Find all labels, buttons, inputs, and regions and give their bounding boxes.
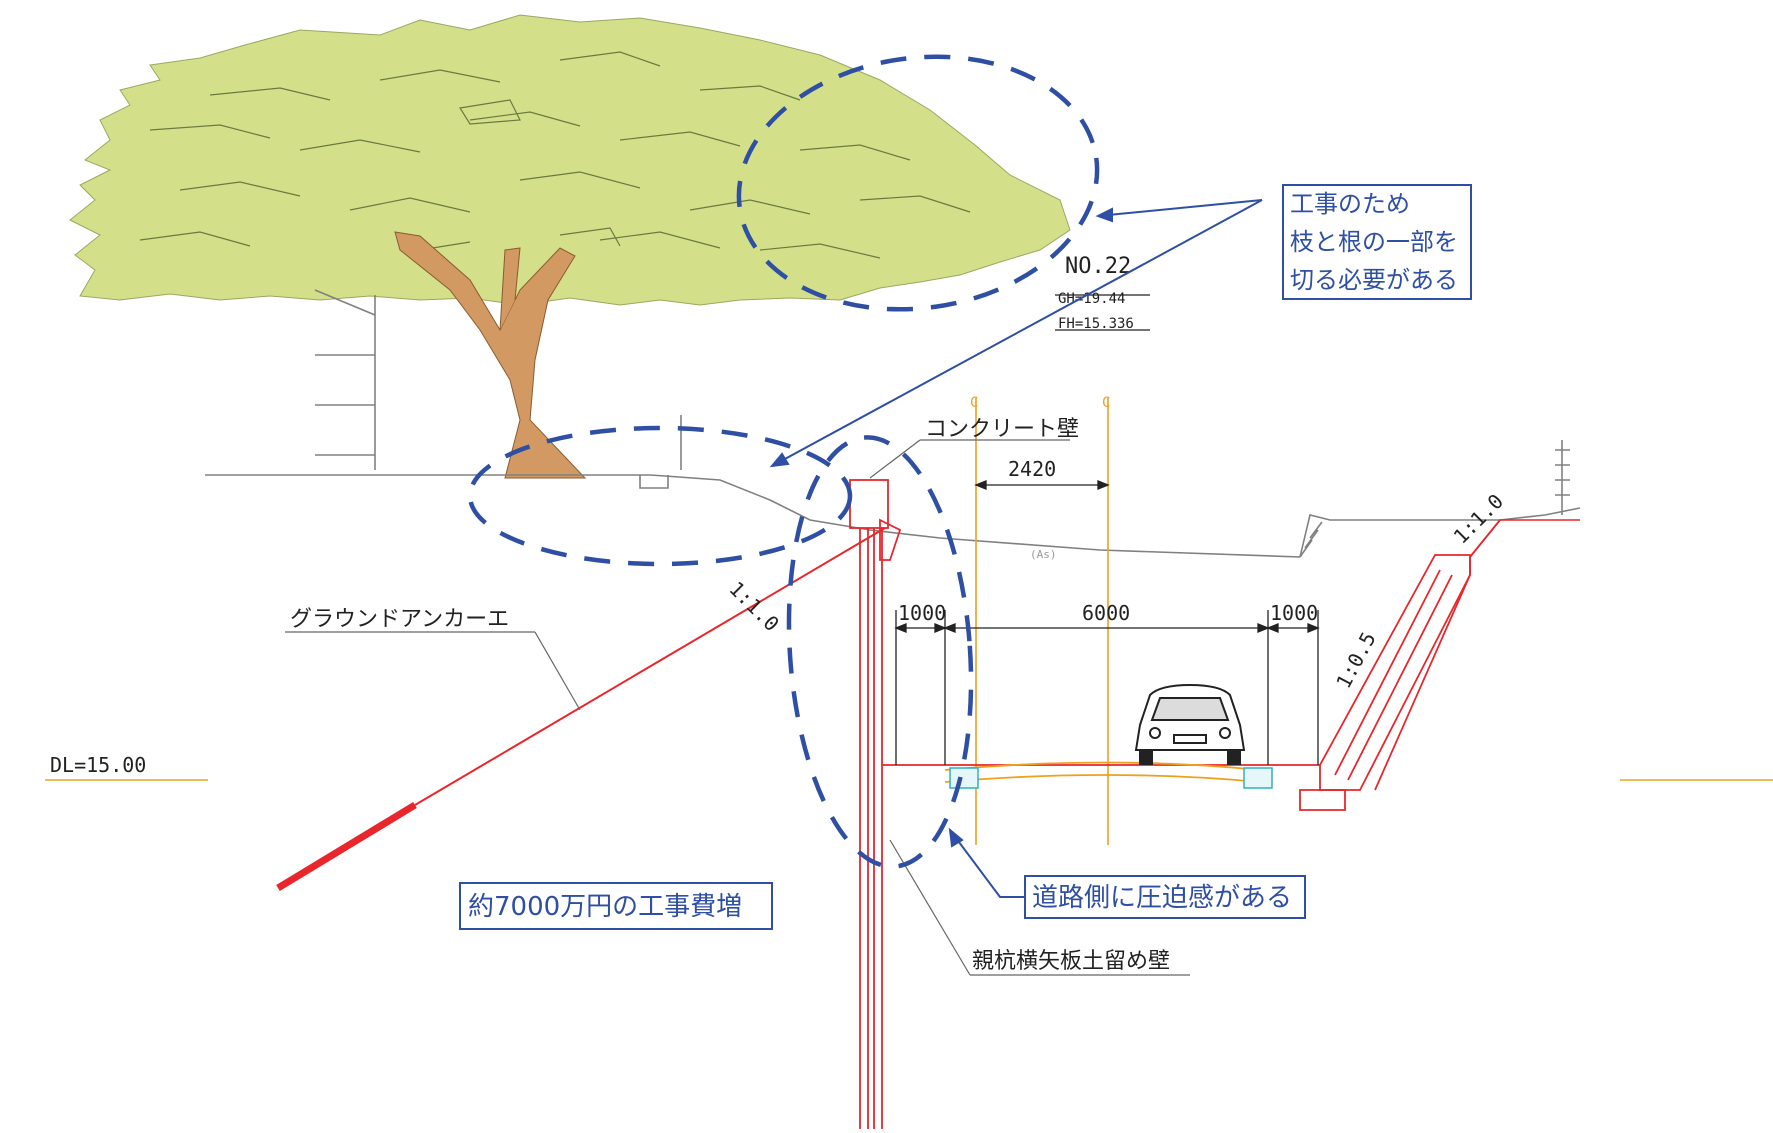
as-label: (As)	[1030, 548, 1057, 561]
tree-note-line2: 枝と根の一部を	[1290, 228, 1458, 256]
tree-canopy	[69, 14, 1071, 306]
fh-label: FH=15.336	[1058, 316, 1134, 332]
dim-left-shoulder: 1000	[898, 601, 946, 625]
leader-lines	[285, 439, 1190, 976]
soldier-pile-label: 親杭横矢板土留め壁	[972, 949, 1170, 974]
pressure-note: 道路側に圧迫感がある	[1032, 883, 1292, 913]
tree-trunk	[394, 231, 587, 479]
slope-right-steep: 1:0.5	[1331, 628, 1380, 692]
dim-carriageway: 6000	[1082, 601, 1130, 625]
highlight-ellipses	[467, 54, 1100, 869]
slope-right-top: 1:1.0	[1449, 489, 1509, 549]
dim-offset: 2420	[1008, 457, 1056, 481]
cost-note-box	[459, 882, 773, 930]
cost-note: 約7000万円の工事費増	[468, 892, 742, 922]
dim-right-shoulder: 1000	[1270, 601, 1318, 625]
retaining-structure	[849, 479, 1501, 1129]
datum-label: DL=15.00	[50, 753, 146, 777]
tree-note-line1: 工事のため	[1290, 190, 1410, 218]
tree-note-box	[1282, 184, 1472, 300]
car-icon	[1134, 683, 1246, 765]
ground-profile	[205, 289, 1581, 558]
slope-left: 1:1.0	[724, 577, 784, 637]
ground-anchor-line	[414, 527, 886, 806]
pressure-note-box	[1024, 875, 1306, 919]
tree	[69, 14, 1071, 479]
station-label: NO.22	[1065, 254, 1131, 279]
ground-anchor-bond	[276, 802, 417, 891]
centerline-mark-left: C	[970, 395, 978, 411]
callout-arrows	[769, 199, 1263, 898]
gh-label: GH=19.44	[1058, 291, 1125, 307]
tree-note-line3: 切る必要がある	[1290, 266, 1458, 294]
dimension-lines	[894, 294, 1320, 765]
concrete-wall-label: コンクリート壁	[925, 417, 1079, 442]
ground-anchor-label: グラウンドアンカーエ	[290, 607, 509, 632]
centerline-mark-right: C	[1102, 395, 1110, 411]
